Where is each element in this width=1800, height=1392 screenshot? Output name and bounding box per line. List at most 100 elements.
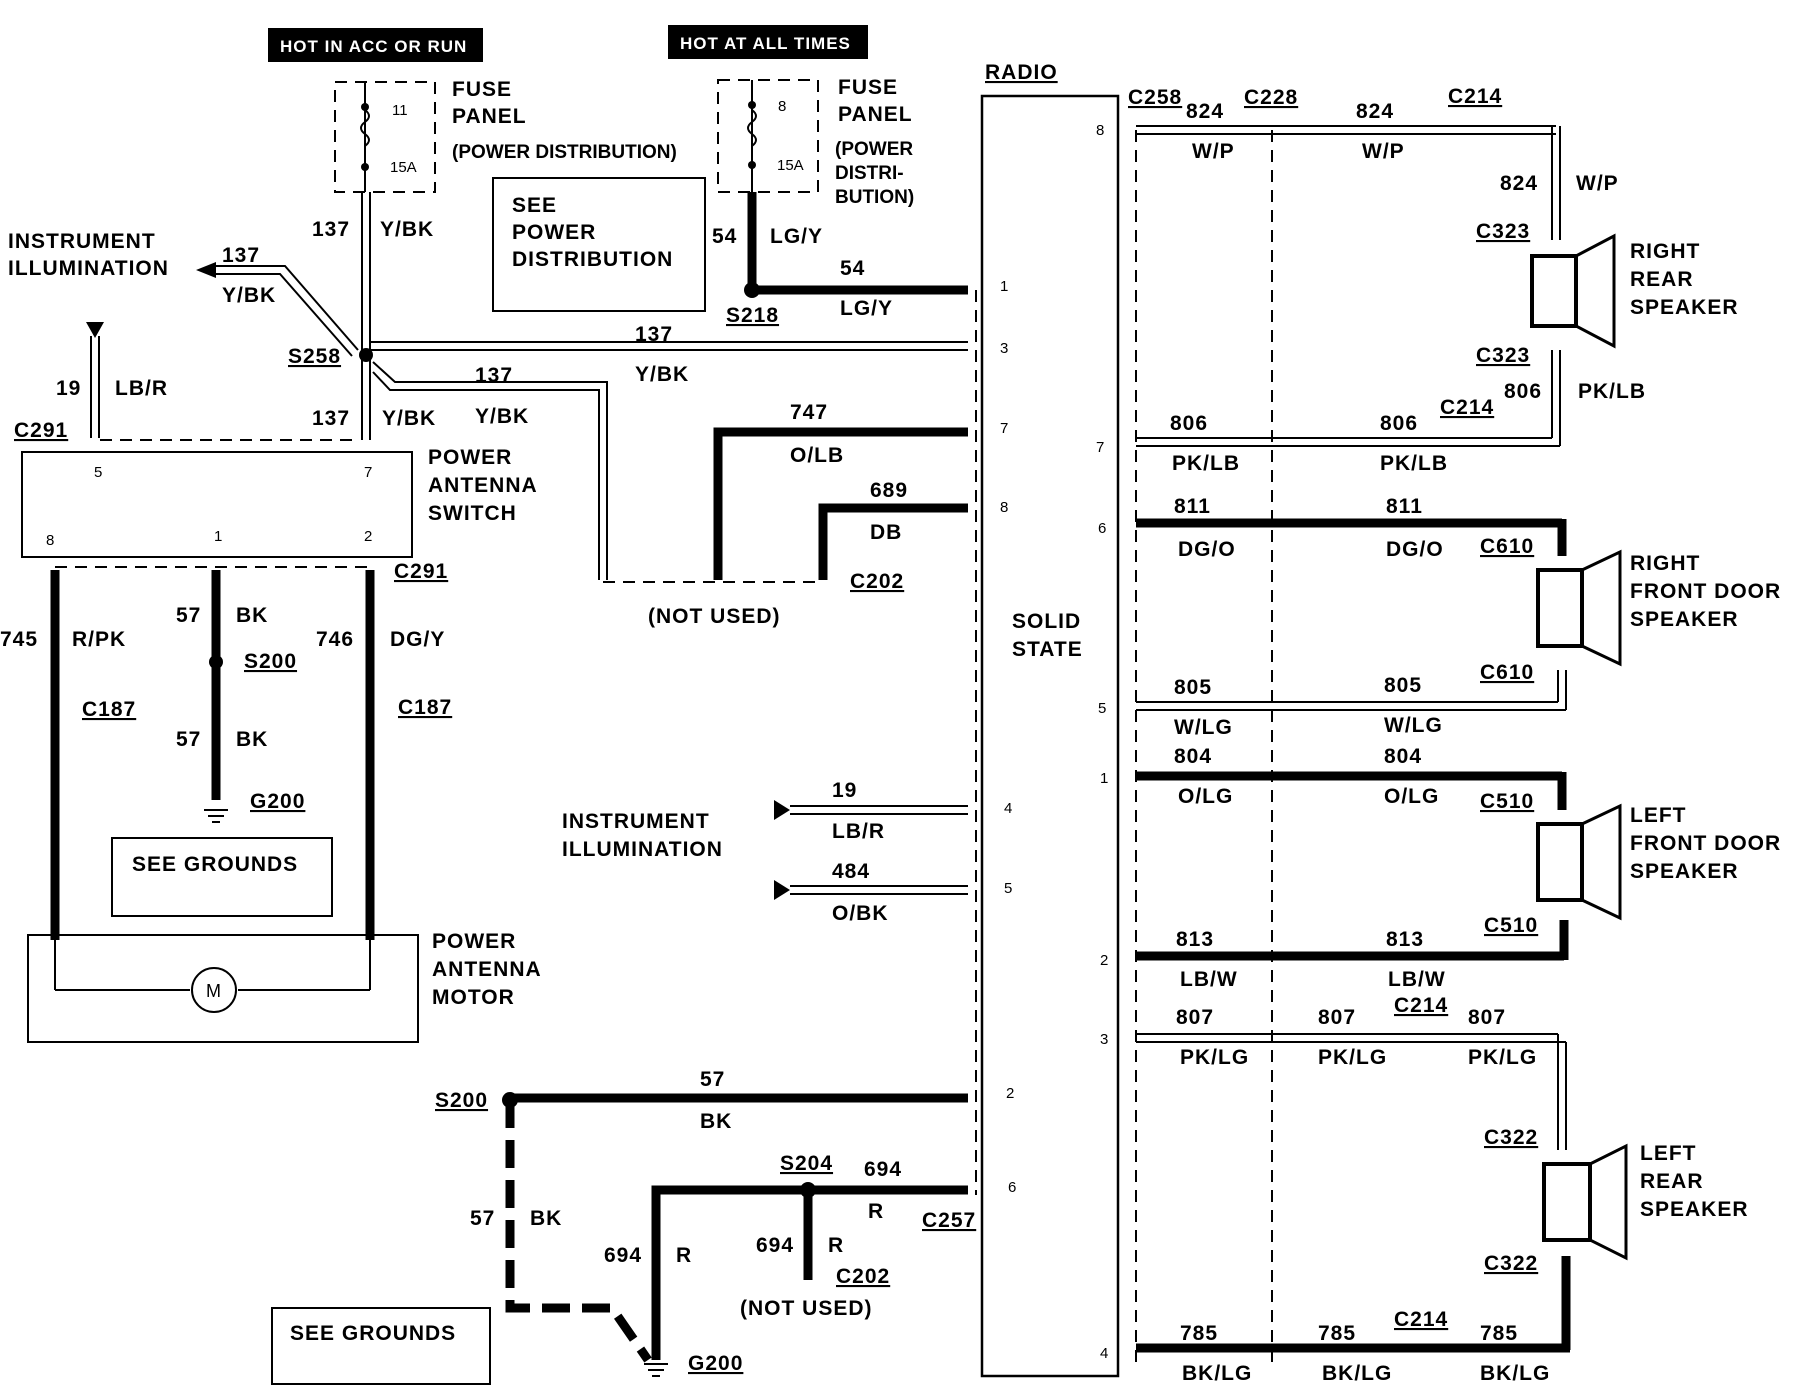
- wire-r-vert: R: [676, 1244, 692, 1267]
- radio-left-pin-4: 4: [1004, 800, 1012, 817]
- label-c187-right: C187: [398, 696, 452, 719]
- wire-bk-ground: BK: [236, 728, 268, 751]
- wire-wp-a: W/P: [1192, 140, 1235, 163]
- wire-pklg-c: PK/LG: [1468, 1046, 1537, 1069]
- motor-symbol: [191, 967, 237, 1013]
- fuse-panel-right-label: FUSE: [838, 76, 898, 99]
- see-power-line1: SEE: [512, 194, 557, 217]
- fuse-box-left: [334, 81, 436, 193]
- wire-lbr-mid: LB/R: [832, 820, 885, 843]
- see-grounds-bottom: SEE GROUNDS: [290, 1322, 456, 1345]
- wire-137-radio: 137: [635, 323, 673, 346]
- lf-speaker-3: SPEAKER: [1630, 860, 1739, 883]
- label-c257: C257: [922, 1209, 976, 1232]
- rr-speaker-2: REAR: [1630, 268, 1694, 291]
- label-c202-bottom: C202: [836, 1265, 890, 1288]
- left-rear-speaker: [1542, 1162, 1592, 1242]
- label-g200-left: G200: [250, 790, 305, 813]
- label-c510-bottom: C510: [1484, 914, 1538, 937]
- radio-left-pin-5: 5: [1004, 880, 1012, 897]
- label-c610-bottom: C610: [1480, 661, 1534, 684]
- wire-lbr-left: LB/R: [115, 377, 168, 400]
- wire-ybk-top: Y/BK: [380, 218, 434, 241]
- rr-speaker-3: SPEAKER: [1630, 296, 1739, 319]
- label-c322-bottom: C322: [1484, 1252, 1538, 1275]
- label-c214-lr2: C214: [1394, 1308, 1448, 1331]
- wire-137-down: 137: [475, 364, 513, 387]
- wire-obk: O/BK: [832, 902, 889, 925]
- label-c323-top: C323: [1476, 220, 1530, 243]
- hot-all-times-banner: [668, 25, 868, 59]
- wire-lgy-vert: LG/Y: [770, 225, 823, 248]
- wire-137-switch: 137: [312, 407, 350, 430]
- wire-19-mid: 19: [832, 779, 857, 802]
- fuse-left-amp: 15A: [390, 159, 417, 176]
- radio-left-pin-3: 3: [1000, 340, 1008, 357]
- rf-speaker-3: SPEAKER: [1630, 608, 1739, 631]
- lf-speaker-2: FRONT DOOR: [1630, 832, 1781, 855]
- wire-wlg-b: W/LG: [1384, 714, 1443, 737]
- label-c202-top: C202: [850, 570, 904, 593]
- label-s200-left: S200: [244, 650, 297, 673]
- wire-806-b: 806: [1380, 412, 1418, 435]
- radio-left-pin-7: 7: [1000, 420, 1008, 437]
- wire-694-vert: 694: [604, 1244, 642, 1267]
- fuse-left-number: 11: [392, 102, 408, 119]
- wire-lgy-horiz: LG/Y: [840, 297, 893, 320]
- antenna-motor-1: POWER: [432, 930, 516, 953]
- wire-wp-c: W/P: [1576, 172, 1619, 195]
- fuse-right-number: 8: [778, 98, 786, 115]
- power-distribution-right-1: (POWER: [835, 139, 913, 160]
- radio-right-pin-5: 5: [1098, 700, 1106, 717]
- radio-left-pin-1: 1: [1000, 278, 1008, 295]
- switch-pin-1: 1: [214, 528, 222, 545]
- wire-dgy: DG/Y: [390, 628, 445, 651]
- not-used-top: (NOT USED): [648, 605, 781, 628]
- wire-811-a: 811: [1174, 495, 1211, 518]
- wire-pklb-b: PK/LB: [1380, 452, 1448, 475]
- wire-dgo-a: DG/O: [1178, 538, 1236, 561]
- hot-all-times-label: HOT AT ALL TIMES: [680, 34, 851, 53]
- radio-right-pin-2: 2: [1100, 952, 1108, 969]
- power-distribution-right-2: DISTRI-: [835, 163, 904, 184]
- label-c610-top: C610: [1480, 535, 1534, 558]
- see-grounds-box-left: [111, 837, 333, 917]
- switch-pin-8: 8: [46, 532, 54, 549]
- label-s258: S258: [288, 345, 341, 368]
- wire-746: 746: [316, 628, 354, 651]
- wire-807-b: 807: [1318, 1006, 1356, 1029]
- wire-bklg-c: BK/LG: [1480, 1362, 1550, 1385]
- label-s218: S218: [726, 304, 779, 327]
- label-c291-top: C291: [14, 419, 68, 442]
- wire-pklb-c: PK/LB: [1578, 380, 1646, 403]
- right-front-door-speaker: [1536, 568, 1584, 648]
- fuse-panel-right-label2: PANEL: [838, 103, 913, 126]
- solid-state-1: SOLID: [1012, 610, 1081, 633]
- power-antenna-switch: [21, 451, 413, 558]
- wire-785-c: 785: [1480, 1322, 1518, 1345]
- fuse-box-right: [717, 79, 819, 193]
- hot-acc-run-banner: [268, 28, 483, 62]
- label-c510-top: C510: [1480, 790, 1534, 813]
- motor-label: M: [206, 981, 221, 1001]
- antenna-switch-3: SWITCH: [428, 502, 517, 525]
- lf-speaker-1: LEFT: [1630, 804, 1687, 827]
- wire-824-c: 824: [1500, 172, 1538, 195]
- splice-s258: [359, 348, 373, 362]
- instr-illum-mid-1: INSTRUMENT: [562, 810, 710, 833]
- wire-689: 689: [870, 479, 908, 502]
- wire-811-b: 811: [1386, 495, 1423, 518]
- radio-unit: [980, 94, 1120, 1378]
- label-c323-bottom: C323: [1476, 344, 1530, 367]
- radio-right-pin-8: 8: [1096, 122, 1104, 139]
- instr-illum-top-1: INSTRUMENT: [8, 230, 156, 253]
- wire-805-a: 805: [1174, 676, 1212, 699]
- lr-speaker-2: REAR: [1640, 1170, 1704, 1193]
- wire-824-b: 824: [1356, 100, 1394, 123]
- wire-bklg-b: BK/LG: [1322, 1362, 1392, 1385]
- lr-speaker-1: LEFT: [1640, 1142, 1697, 1165]
- label-c214-lr: C214: [1394, 994, 1448, 1017]
- see-power-line3: DISTRIBUTION: [512, 248, 673, 271]
- wire-pklg-a: PK/LG: [1180, 1046, 1249, 1069]
